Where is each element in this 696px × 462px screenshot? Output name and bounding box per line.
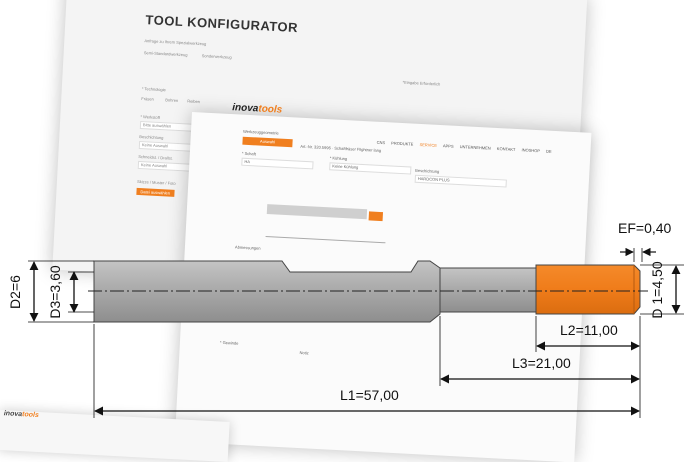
tool-cutting-tip: [535, 264, 641, 315]
l1-label: L1=57,00: [340, 387, 399, 403]
tool-neck: [439, 267, 537, 313]
d1-label: D 1=4,50: [649, 261, 665, 318]
d2-label: D2=6: [7, 275, 23, 309]
tool-technical-drawing: D2=6 D3=3,60 EF=0,40 D 1=4,50 L2=11,00 L…: [7, 220, 684, 418]
ef-label: EF=0,40: [618, 220, 672, 236]
l2-label: L2=11,00: [560, 322, 618, 338]
d3-label: D3=3,60: [47, 265, 63, 319]
l3-label: L3=21,00: [512, 355, 571, 371]
